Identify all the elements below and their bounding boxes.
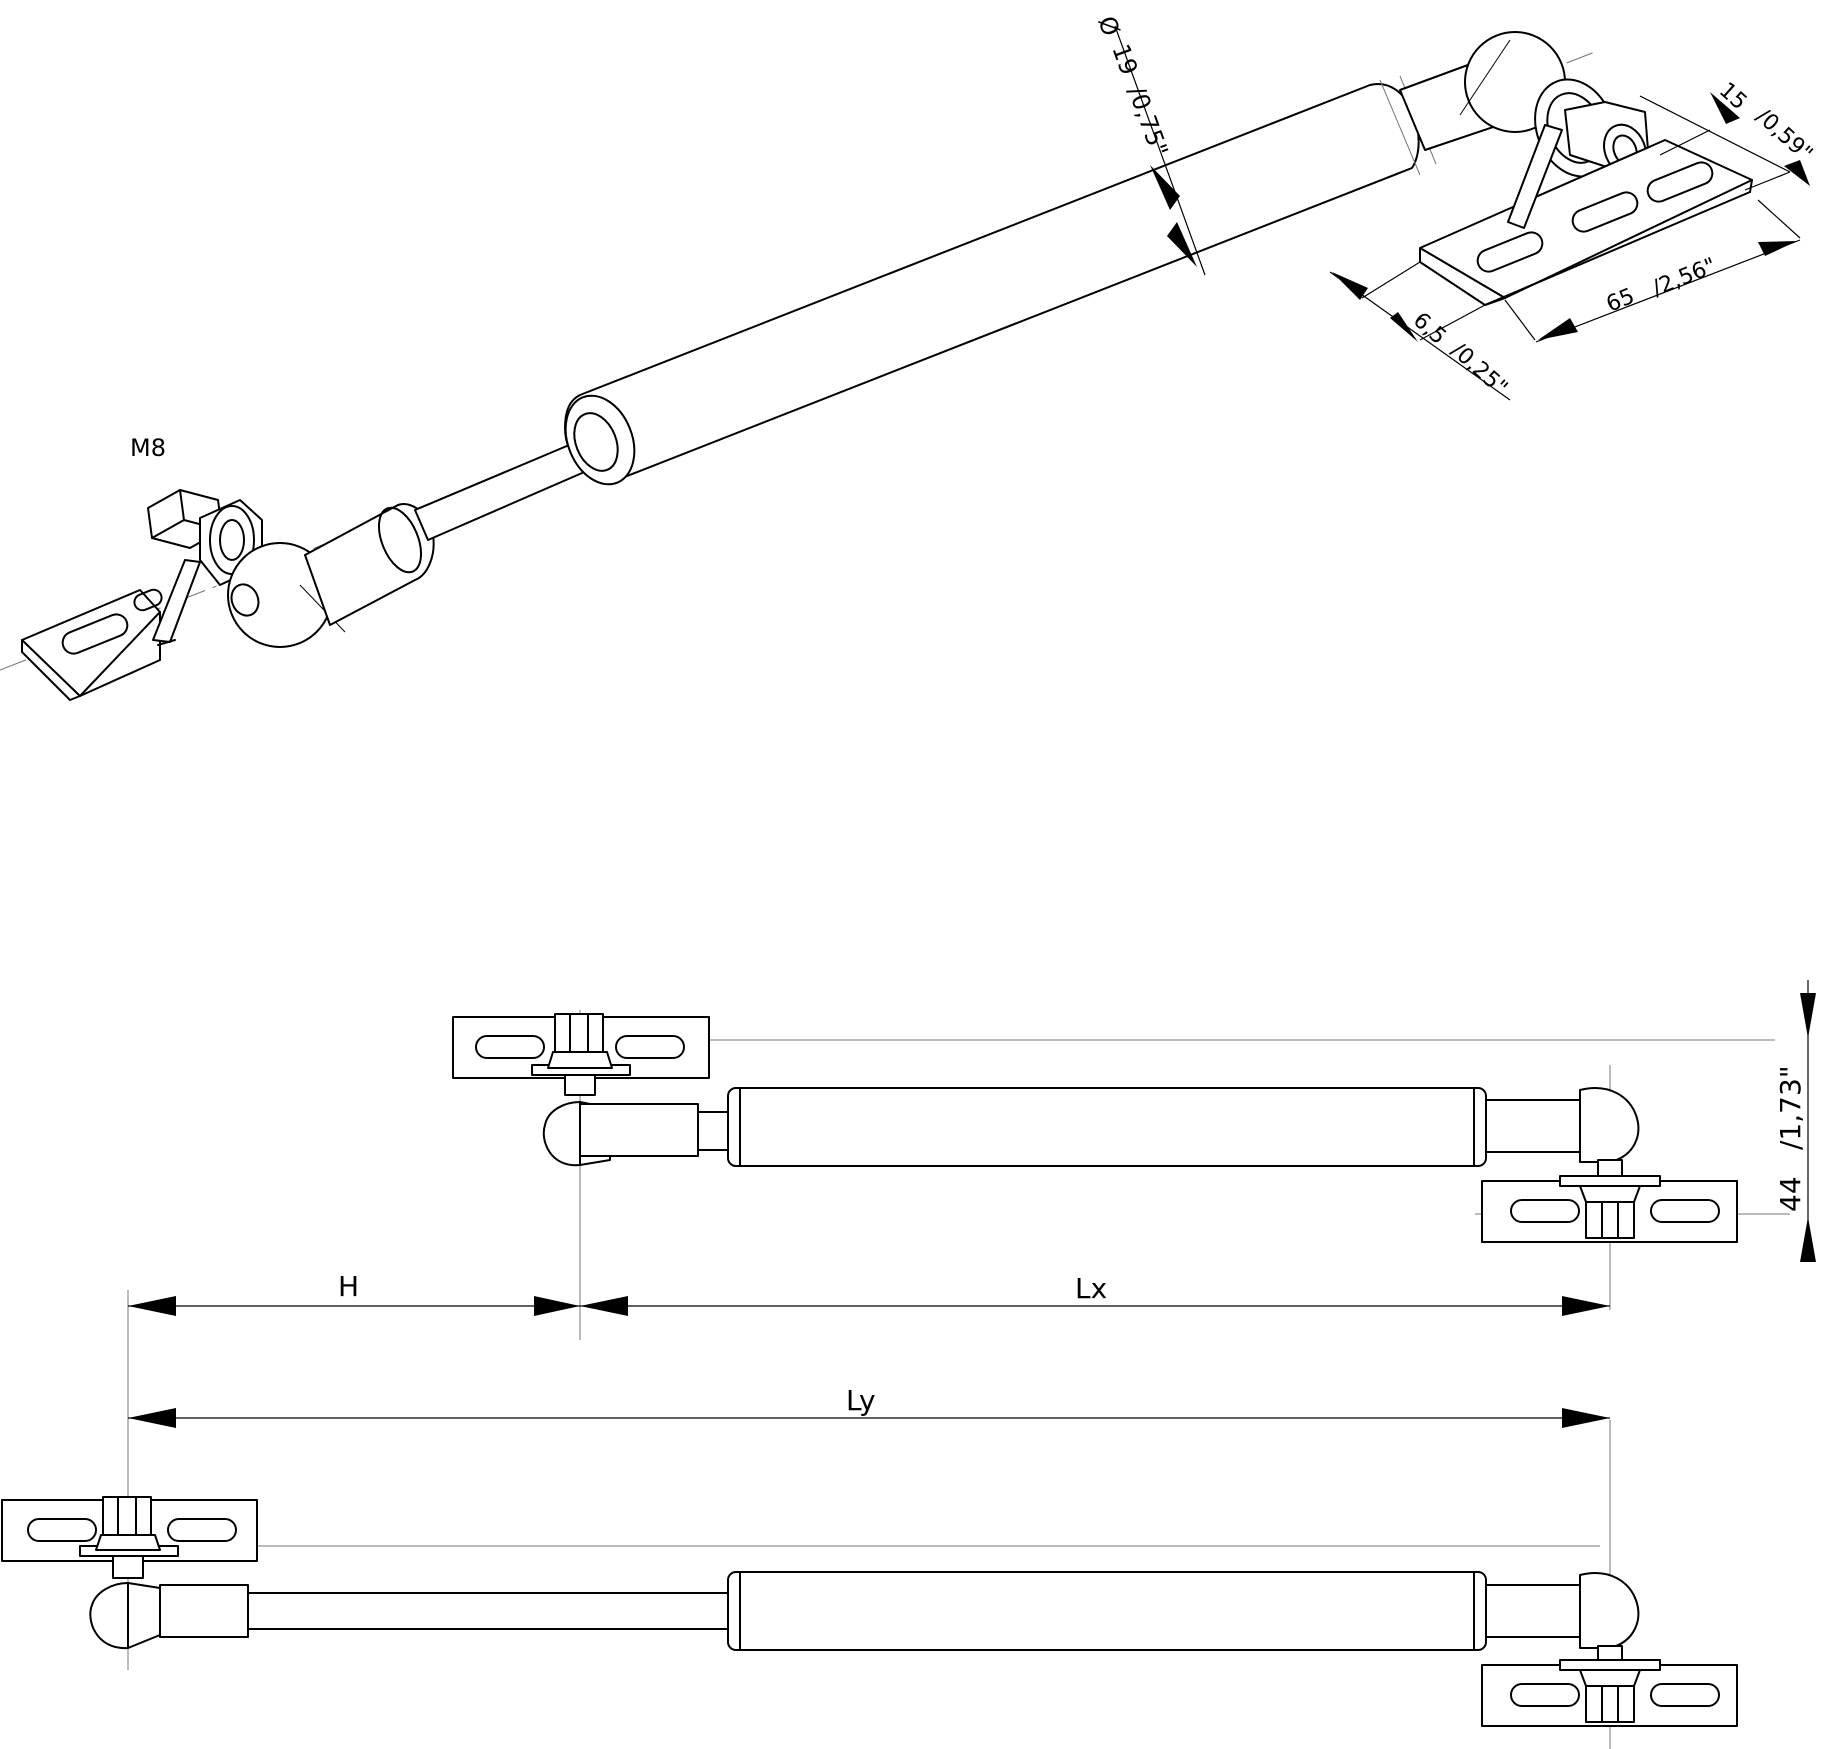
- dimension-diameter: [1114, 25, 1206, 276]
- top-left-bracket: [452, 1013, 710, 1096]
- right-nut: [1534, 78, 1649, 178]
- dimension-bracket-thickness: [1329, 261, 1511, 401]
- diameter-symbol: Ø: [1092, 12, 1125, 39]
- isometric-view: [0, 25, 1810, 701]
- bracket-thickness-mm: 6,5: [1408, 308, 1451, 350]
- dimension-bracket-length: [1504, 199, 1801, 343]
- right-ball-end: [1485, 1087, 1640, 1183]
- right-bracket: [1419, 124, 1753, 306]
- dimension-H: [127, 1290, 580, 1670]
- length-extended-label: Ly: [846, 1384, 876, 1417]
- left-end-fitting: [304, 503, 435, 626]
- dimension-offset: [1800, 980, 1816, 1262]
- left-bracket: [21, 559, 201, 701]
- dimension-Lx: [580, 1296, 1610, 1316]
- stroke-label: H: [338, 1270, 359, 1303]
- length-compressed-label: Lx: [1075, 1272, 1107, 1305]
- ext-cylinder: [727, 1571, 1487, 1651]
- ext-piston-rod: [247, 1592, 731, 1630]
- ext-bottom-right-bracket: [1481, 1659, 1738, 1727]
- offset-in: /1,73": [1774, 1065, 1807, 1150]
- diameter-in: /0,75": [1122, 82, 1173, 160]
- left-ball-end: [542, 1101, 729, 1167]
- ext-top-left-bracket: [1, 1496, 258, 1579]
- left-nut-m8: [147, 489, 263, 586]
- cylinder-body: [564, 75, 1437, 486]
- ext-right-ball-end: [1485, 1572, 1640, 1669]
- bracket-thickness-in: /0,25": [1446, 338, 1512, 401]
- compressed-view: [127, 980, 1816, 1670]
- cylinder-compressed: [727, 1087, 1487, 1167]
- dimension-bracket-width: [1639, 92, 1810, 191]
- ext-left-ball-end: [89, 1582, 249, 1650]
- bottom-right-bracket: [1481, 1175, 1738, 1243]
- left-ball-joint: [227, 542, 346, 648]
- diameter-mm: 19: [1106, 40, 1143, 78]
- extended-view: [1, 1408, 1738, 1749]
- dimension-Ly: [128, 1408, 1610, 1428]
- bracket-length-mm: 65: [1603, 284, 1638, 318]
- bracket-length-in: /2,56": [1649, 253, 1720, 301]
- thread-label: M8: [130, 434, 166, 462]
- offset-mm: 44: [1774, 1176, 1807, 1212]
